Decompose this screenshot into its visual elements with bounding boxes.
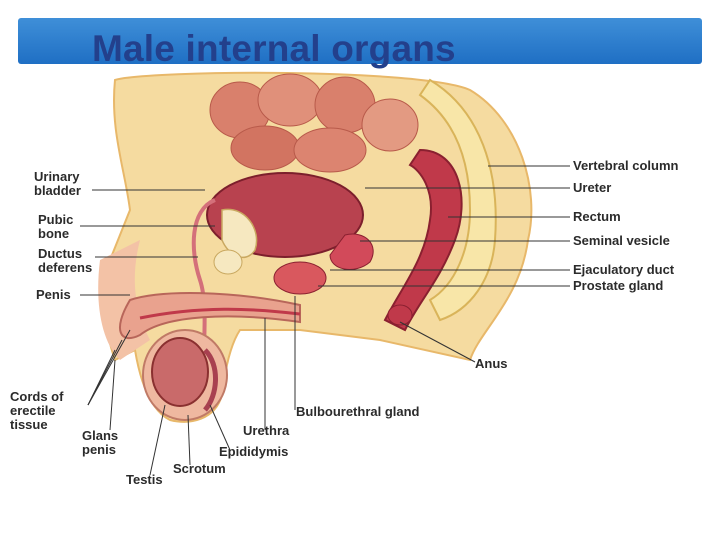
label-cords-line3: tissue <box>10 418 63 432</box>
label-glans-penis-line1: Glans <box>82 429 118 443</box>
label-ductus-deferens: Ductus deferens <box>38 247 92 275</box>
label-epididymis: Epididymis <box>219 445 288 459</box>
label-urinary-bladder-line1: Urinary <box>34 170 81 184</box>
label-bulbourethral-gland: Bulbourethral gland <box>296 405 420 419</box>
prostate-gland <box>274 262 326 294</box>
label-ureter: Ureter <box>573 181 611 195</box>
testis <box>152 338 208 406</box>
label-pubic-bone: Pubic bone <box>38 213 73 241</box>
label-scrotum: Scrotum <box>173 462 226 476</box>
label-urinary-bladder: Urinary bladder <box>34 170 81 198</box>
label-penis: Penis <box>36 288 71 302</box>
label-urethra: Urethra <box>243 424 289 438</box>
label-ductus-deferens-line1: Ductus <box>38 247 92 261</box>
label-vertebral-column: Vertebral column <box>573 159 678 173</box>
label-urinary-bladder-line2: bladder <box>34 184 81 198</box>
label-seminal-vesicle: Seminal vesicle <box>573 234 670 248</box>
label-testis: Testis <box>126 473 163 487</box>
label-glans-penis-line2: penis <box>82 443 118 457</box>
label-ejaculatory-duct: Ejaculatory duct <box>573 263 674 277</box>
label-cords-of-erectile-tissue: Cords of erectile tissue <box>10 390 63 432</box>
label-cords-line2: erectile <box>10 404 63 418</box>
label-prostate-gland: Prostate gland <box>573 279 663 293</box>
label-anus: Anus <box>475 357 508 371</box>
label-cords-line1: Cords of <box>10 390 63 404</box>
label-ductus-deferens-line2: deferens <box>38 261 92 275</box>
label-glans-penis: Glans penis <box>82 429 118 457</box>
label-pubic-bone-line2: bone <box>38 227 73 241</box>
label-pubic-bone-line1: Pubic <box>38 213 73 227</box>
label-rectum: Rectum <box>573 210 621 224</box>
